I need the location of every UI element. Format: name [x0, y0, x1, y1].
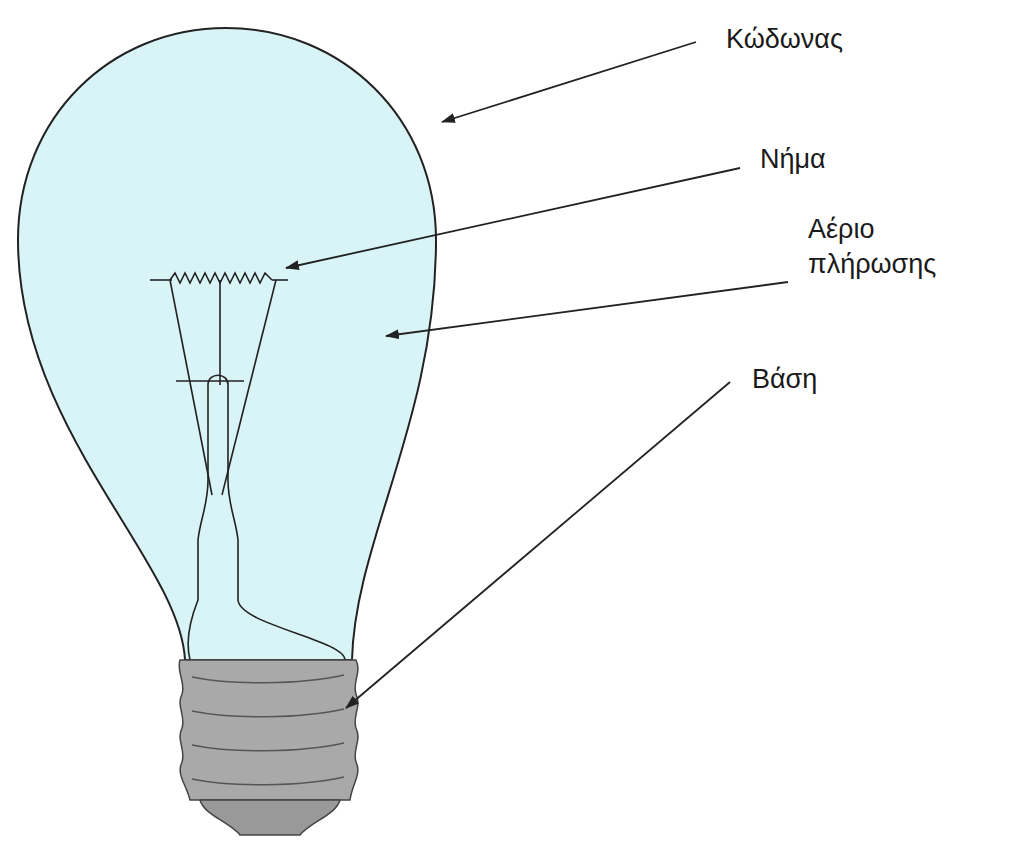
- thread-line: [192, 709, 344, 717]
- glass-bulb: [18, 28, 436, 660]
- base-label: Βάση: [752, 362, 817, 397]
- thread-line: [192, 675, 344, 683]
- filament-label: Νήμα: [760, 142, 826, 177]
- gas-label: Αέριο πλήρωσης: [808, 212, 948, 282]
- leader-lines: [286, 42, 788, 708]
- screw-base: [179, 660, 358, 835]
- filament: [170, 273, 272, 283]
- bulb-label: Κώδωνας: [726, 22, 843, 57]
- glass-stem: [188, 375, 345, 660]
- thread-line: [192, 777, 344, 785]
- support-wires: [150, 280, 288, 495]
- thread-line: [192, 743, 344, 751]
